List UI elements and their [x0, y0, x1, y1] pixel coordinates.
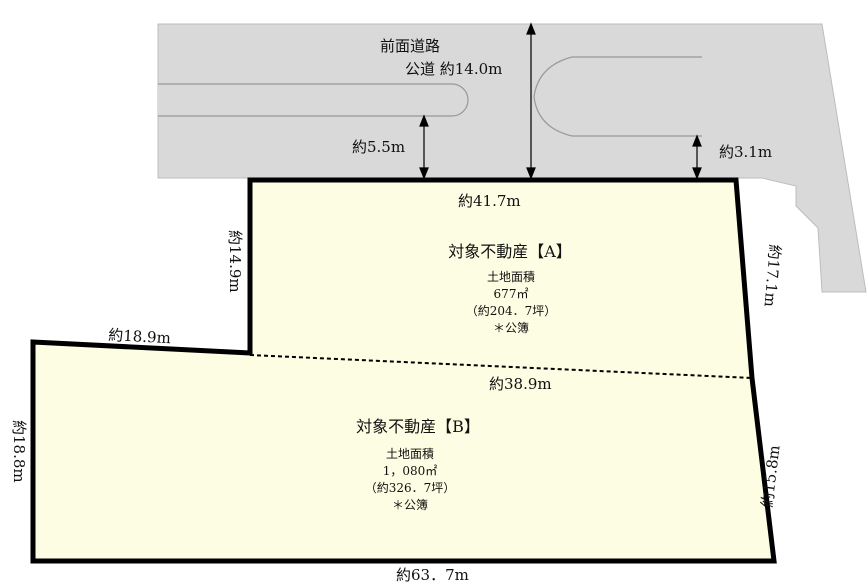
parcel-a-area-tsubo: （約204．7坪） [466, 303, 557, 318]
road-name-label: 前面道路 [380, 37, 440, 55]
parcel-b-title: 対象不動産【B】 [356, 417, 480, 436]
dim-left-a: 約14.9m [226, 230, 244, 293]
parcel-a-area-label: 土地面積 [487, 269, 535, 284]
parcel-a-title: 対象不動産【A】 [448, 242, 572, 261]
setback-left-label: 約5.5m [352, 138, 405, 156]
parcel-a [250, 180, 752, 378]
parcel-b-note: ＊公簿 [392, 497, 428, 512]
setback-right-label: 約3.1m [719, 143, 772, 161]
dim-arrow-setback-left [419, 114, 429, 180]
road-median-left [158, 83, 469, 117]
parcel-b-area-label: 土地面積 [386, 446, 434, 461]
dim-left-b: 約18.8m [10, 420, 28, 483]
dim-bottom: 約63．7m [396, 566, 469, 584]
dim-top-a: 約41.7m [458, 192, 521, 210]
parcel-b-area-sqm: 1，080㎡ [383, 464, 438, 478]
dim-top-left-b: 約18.9m [108, 326, 171, 347]
dim-right-a: 約17.1m [761, 244, 784, 308]
site-boundary [30, 177, 777, 564]
parcel-a-area-sqm: 677㎡ [494, 287, 529, 301]
parcel-a-note: ＊公簿 [493, 320, 529, 335]
dim-divider: 約38.9m [489, 375, 552, 393]
parcel-b [33, 342, 774, 561]
road-median-right [533, 56, 702, 137]
parcel-b-area-tsubo: （約326．7坪） [365, 480, 456, 495]
dim-arrow-road-width [526, 22, 536, 180]
dim-arrow-setback-right [692, 134, 702, 180]
road-type-width-label: 公道 約14.0m [405, 60, 502, 78]
